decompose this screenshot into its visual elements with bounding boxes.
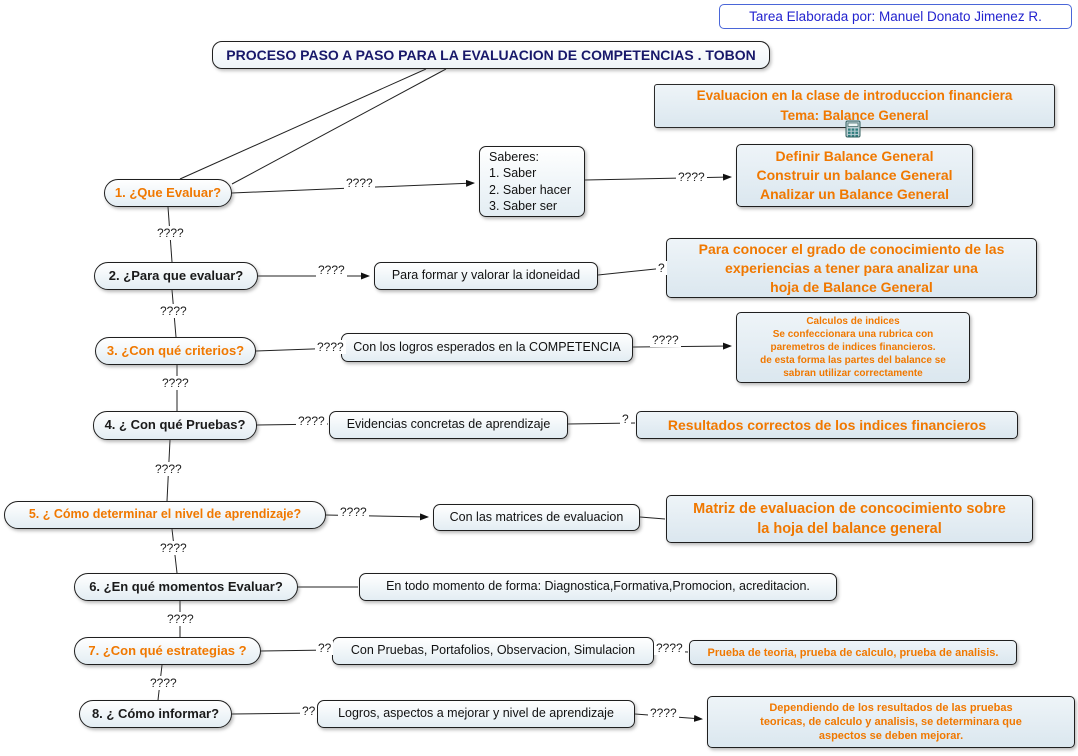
link-label-q5-a5: ???? [338, 505, 369, 519]
application-node-4[interactable]: Resultados correctos de los indices fina… [636, 411, 1018, 439]
application-node-5[interactable]: Matriz de evaluacion de concocimiento so… [666, 495, 1033, 543]
answer-node-7[interactable]: Con Pruebas, Portafolios, Observacion, S… [332, 637, 654, 665]
map-title[interactable]: PROCESO PASO A PASO PARA LA EVALUACION D… [212, 41, 770, 69]
link-label-q6-q7: ???? [165, 612, 196, 626]
application-node-2[interactable]: Para conocer el grado de conocimiento de… [666, 238, 1037, 298]
connector-line [632, 342, 732, 350]
application-node-7[interactable]: Dependiendo de los resultados de las pru… [707, 696, 1075, 748]
answer-node-5[interactable]: Con las matrices de evaluacion [433, 504, 640, 531]
answer-node-6[interactable]: En todo momento de forma: Diagnostica,Fo… [359, 573, 837, 601]
link-label-a1-r1: ???? [676, 170, 707, 184]
calculator-icon[interactable] [845, 120, 861, 138]
question-node-5[interactable]: 5. ¿ Cómo determinar el nivel de aprendi… [4, 501, 326, 529]
link-label-q5-q6: ???? [158, 541, 189, 555]
application-node-1[interactable]: Definir Balance General Construir un bal… [736, 144, 973, 207]
link-label-q8-a8: ?? [300, 704, 318, 718]
link-label-a4-r4: ? [620, 412, 631, 426]
application-node-3[interactable]: Calculos de indices Se confeccionara una… [736, 312, 970, 383]
link-label-q4-q5: ???? [153, 462, 184, 476]
answer-node-4[interactable]: Evidencias concretas de aprendizaje [329, 411, 568, 439]
credit-box[interactable]: Tarea Elaborada por: Manuel Donato Jimen… [719, 4, 1072, 29]
context-node[interactable]: Evaluacion en la clase de introduccion f… [654, 84, 1055, 128]
link-label-q3-q4: ???? [160, 376, 191, 390]
connector-line [231, 68, 447, 185]
answer-node-saberes[interactable]: Saberes: 1. Saber 2. Saber hacer 3. Sabe… [479, 146, 585, 217]
link-label-q3-a3: ???? [315, 340, 346, 354]
link-label-a8-r7: ???? [648, 706, 679, 720]
link-label-a2-r2: ? [656, 261, 667, 275]
link-label-a7-r6: ???? [654, 641, 685, 655]
connector-line [179, 68, 427, 180]
question-node-2[interactable]: 2. ¿Para que evaluar? [94, 262, 258, 290]
link-label-q4-a4: ???? [296, 414, 327, 428]
question-node-7[interactable]: 7. ¿Con qué estrategias ? [74, 637, 261, 665]
link-label-q1-a1: ???? [344, 176, 375, 190]
question-node-8[interactable]: 8. ¿ Cómo informar? [79, 700, 232, 728]
link-label-q7-q8: ???? [148, 676, 179, 690]
connector-line [597, 267, 666, 276]
connector-line [584, 173, 732, 181]
question-node-3[interactable]: 3. ¿Con qué criterios? [95, 337, 256, 365]
link-label-q2-q3: ???? [158, 304, 189, 318]
link-label-a3-r3: ???? [650, 333, 681, 347]
question-node-4[interactable]: 4. ¿ Con qué Pruebas? [93, 411, 257, 440]
question-node-1[interactable]: 1. ¿Que Evaluar? [104, 179, 232, 207]
answer-node-8[interactable]: Logros, aspectos a mejorar y nivel de ap… [317, 700, 635, 728]
application-node-6[interactable]: Prueba de teoria, prueba de calculo, pru… [689, 640, 1017, 665]
link-label-q1-q2: ???? [155, 226, 186, 240]
connector-line [639, 516, 666, 520]
answer-node-2[interactable]: Para formar y valorar la idoneidad [374, 262, 598, 290]
link-label-q2-a2: ???? [316, 263, 347, 277]
question-node-6[interactable]: 6. ¿En qué momentos Evaluar? [74, 573, 298, 601]
link-label-q7-a7: ?? [316, 641, 334, 655]
answer-node-3[interactable]: Con los logros esperados en la COMPETENC… [341, 333, 633, 362]
